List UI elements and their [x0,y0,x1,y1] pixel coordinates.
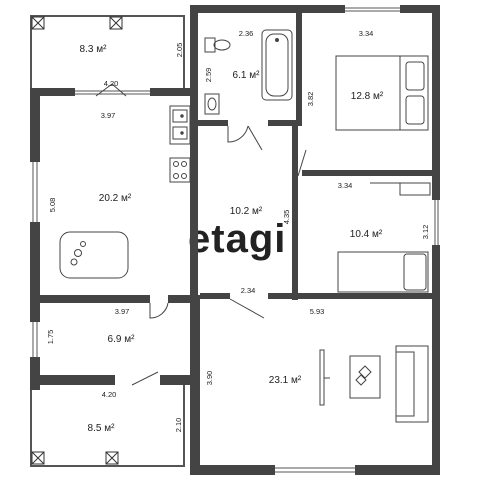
window-cross-icon [31,451,45,465]
dim-label: 3.97 [115,307,130,316]
doors [95,83,307,386]
watermark: etagi [188,217,286,261]
toilet-icon [204,37,231,53]
dining-table-icon [59,231,129,279]
dim-label: 3.12 [421,225,430,240]
stove-icon [169,157,191,183]
dim-label: 5.93 [310,307,325,316]
double-bed-icon [335,55,429,131]
area-balcony-top: 8.3 м² [80,44,108,55]
dim-label: 4.20 [104,79,119,88]
dim-label: 2.34 [241,286,256,295]
single-bed-icon [337,251,429,293]
windows [30,5,440,475]
balcony-bottom [30,385,185,467]
kitchen-sink-icon [169,105,191,145]
tv-stand-icon [319,349,330,406]
window-cross-icon [105,451,119,465]
dim-label: 1.75 [46,330,55,345]
dim-label: 2.10 [174,418,183,433]
shelf-icon [370,182,431,196]
window-cross-icon [31,16,45,30]
area-bedroom-top: 12.8 м² [351,91,384,102]
dim-label: 3.90 [205,371,214,386]
coffee-table-icon [349,355,381,399]
area-balcony-bottom: 8.5 м² [88,423,116,434]
dim-label: 4.20 [102,390,117,399]
sofa-icon [395,345,429,423]
dim-label: 3.34 [359,29,374,38]
area-bedroom-mid: 10.4 м² [350,229,383,240]
dim-label: 2.36 [239,29,254,38]
window-cross-icon [109,16,123,30]
area-bathroom: 6.1 м² [233,70,261,81]
bathtub-icon [261,29,293,101]
washbasin-icon [204,93,220,115]
area-room-small: 6.9 м² [108,334,136,345]
area-hallway: 10.2 м² [230,206,263,217]
dim-label: 3.97 [101,111,116,120]
dim-label: 3.34 [338,181,353,190]
dim-label: 3.82 [306,92,315,107]
area-living-room: 23.1 м² [269,375,302,386]
dim-label: 5.08 [48,198,57,213]
dim-label: 2.05 [175,43,184,58]
area-kitchen: 20.2 м² [99,193,132,204]
dim-label: 2.59 [204,68,213,83]
dim-label: 4.35 [282,210,291,225]
balcony-top [30,15,185,90]
